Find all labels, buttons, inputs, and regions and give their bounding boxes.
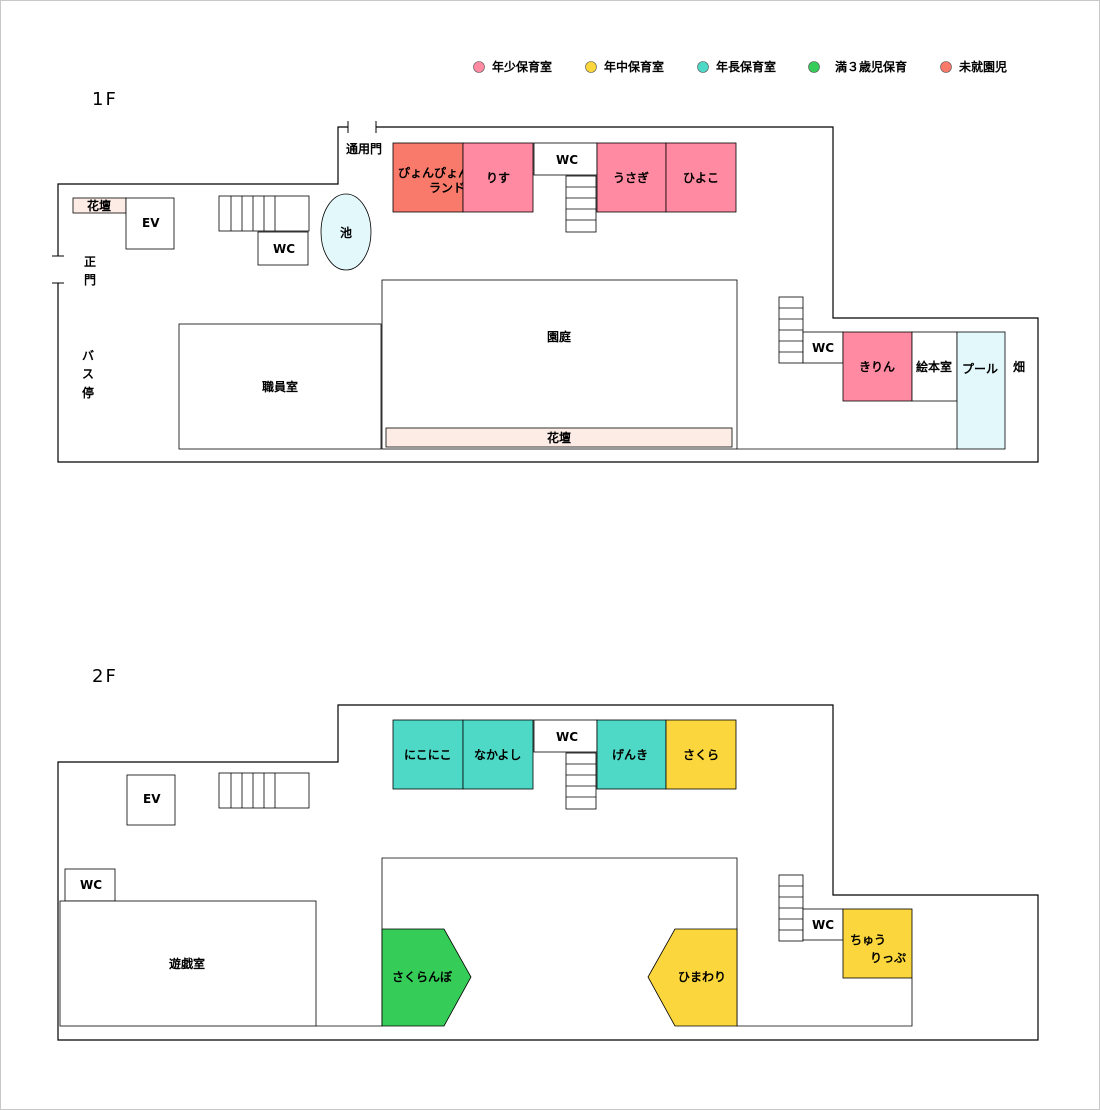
room-himawari <box>647 928 738 1027</box>
elevator-2f <box>126 774 176 826</box>
staff-room-label: 職員室 <box>262 379 298 394</box>
room-genki-label: げんき <box>612 747 648 762</box>
room-pyonpyon-label-2: ランド <box>429 181 465 195</box>
room-nakayoshi <box>462 719 534 790</box>
wc-1f-right-label: WC <box>812 341 834 355</box>
wc-1f-left <box>257 231 309 266</box>
bus-stop-label-2: ス <box>82 367 94 381</box>
elevator-2f-label: EV <box>143 792 161 806</box>
legend: 年少保育室 年中保育室 年長保育室 満３歳児保育 未就園児 <box>473 59 1007 74</box>
wc-2f-top <box>533 719 598 753</box>
elevator-1f <box>125 197 175 250</box>
room-sakuranbo-label: さくらんぼ <box>392 970 453 984</box>
wc-2f-left-label: WC <box>80 878 102 892</box>
wc-2f-left <box>64 868 116 902</box>
room-nakayoshi-label: なかよし <box>474 748 521 762</box>
room-chuurippu-label-1: ちゅう <box>850 933 886 947</box>
legend-swatch-nencho <box>697 61 709 73</box>
legend-label-nencho: 年長保育室 <box>716 59 776 74</box>
room-nikoniko <box>392 719 464 790</box>
floor-1-outline <box>57 126 1039 463</box>
floor-2: 2F EV にこにこ なかよし WC げんき さく <box>57 666 1039 1041</box>
legend-swatch-nensho <box>473 61 485 73</box>
stairs-2f-left <box>218 772 310 809</box>
picture-book-room-label: 絵本室 <box>916 359 952 374</box>
room-pyonpyon-land <box>392 142 464 213</box>
legend-label-nensho: 年少保育室 <box>492 59 552 74</box>
room-hiyoko <box>665 142 737 213</box>
main-gate-label-1: 正 <box>84 255 96 269</box>
legend-item-nencho: 年長保育室 <box>697 59 776 74</box>
main-gate-label-2: 門 <box>84 273 96 287</box>
stairs-1f-left <box>218 195 310 232</box>
room-genki <box>596 719 667 790</box>
room-nikoniko-label: にこにこ <box>404 748 452 762</box>
stairs-2f-center <box>565 752 597 810</box>
room-kirin <box>842 331 913 402</box>
wc-1f-right <box>802 331 844 364</box>
bus-stop-label-1: バ <box>82 349 94 363</box>
pool-label: プール <box>962 361 998 376</box>
legend-swatch-man3 <box>808 61 820 73</box>
legend-item-nensho: 年少保育室 <box>473 59 552 74</box>
playroom <box>59 900 317 1027</box>
legend-swatch-nenchu <box>585 61 597 73</box>
legend-swatch-mishuen <box>940 61 952 73</box>
side-gate-label: 通用門 <box>346 141 382 156</box>
room-pyonpyon-label-1: ぴょんぴょん <box>398 166 470 180</box>
picture-book-room <box>911 331 958 402</box>
garden <box>381 279 738 450</box>
stairs-1f-center <box>565 175 597 233</box>
room-hiyoko-label: ひよこ <box>683 171 719 185</box>
room-himawari-label: ひまわり <box>678 970 726 984</box>
room-sakura <box>665 719 737 790</box>
floor-1: 1F 通用門 正 門 バ ス 停 花壇 EV WC <box>52 89 1039 463</box>
legend-label-mishuen: 未就園児 <box>958 59 1007 74</box>
flowerbed-bottom <box>385 427 733 448</box>
floor-2-outline <box>57 704 1039 1041</box>
pond <box>320 193 372 271</box>
room-sakuranbo <box>381 928 472 1027</box>
pond-label: 池 <box>340 225 352 240</box>
playroom-label: 遊戯室 <box>169 956 205 971</box>
room-kirin-label: きりん <box>859 360 895 374</box>
legend-item-man3: 満３歳児保育 <box>808 59 907 74</box>
room-risu-label: りす <box>486 171 510 185</box>
flowerbed-bottom-label: 花壇 <box>547 430 571 445</box>
wc-1f-left-label: WC <box>273 242 295 256</box>
room-usagi <box>596 142 667 213</box>
room-sakura-label: さくら <box>683 748 719 762</box>
wc-1f-top-label: WC <box>556 153 578 167</box>
room-chuurippu-label-2: りっぷ <box>870 951 906 965</box>
flowerbed-left-label: 花壇 <box>87 198 111 213</box>
stairs-2f-right <box>778 874 804 942</box>
wc-2f-top-label: WC <box>556 730 578 744</box>
wc-1f-top <box>533 142 598 176</box>
pool <box>956 331 1006 450</box>
bus-stop-label-3: 停 <box>82 385 94 400</box>
stairs-1f-right <box>778 296 804 364</box>
wc-2f-right-label: WC <box>812 918 834 932</box>
wc-2f-right <box>802 908 844 941</box>
legend-item-nenchu: 年中保育室 <box>585 59 664 74</box>
legend-item-mishuen: 未就園児 <box>940 59 1007 74</box>
legend-label-man3: 満３歳児保育 <box>835 59 907 74</box>
staff-room <box>178 323 382 450</box>
legend-label-nenchu: 年中保育室 <box>604 59 664 74</box>
elevator-1f-label: EV <box>142 216 160 230</box>
room-usagi-label: うさぎ <box>613 170 649 185</box>
field-label: 畑 <box>1013 360 1025 374</box>
floor-2-label: 2F <box>92 666 118 687</box>
garden-label: 園庭 <box>547 329 571 344</box>
room-chuurippu <box>842 908 913 979</box>
floor-1-label: 1F <box>92 89 118 110</box>
room-risu <box>462 142 534 213</box>
